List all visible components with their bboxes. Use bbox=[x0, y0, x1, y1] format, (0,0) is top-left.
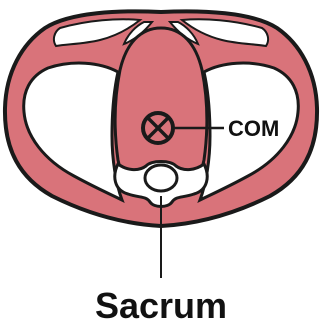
com-label: COM bbox=[228, 116, 279, 141]
sacrum-label: Sacrum bbox=[95, 285, 227, 326]
sacrum-body bbox=[145, 165, 177, 191]
